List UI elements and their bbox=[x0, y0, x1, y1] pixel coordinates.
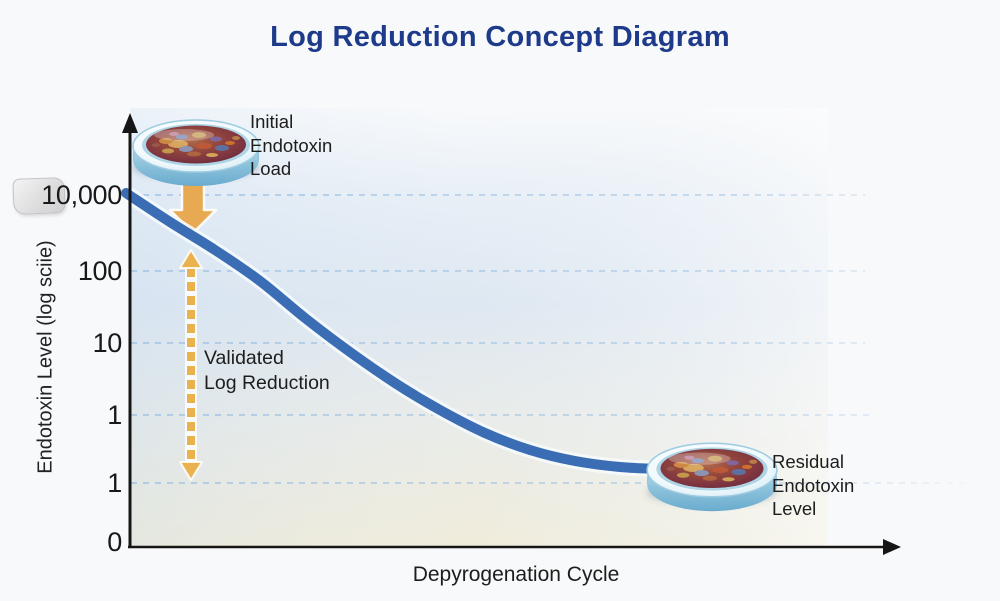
y-tick-label: 1 bbox=[107, 400, 122, 430]
petri-dish-residual-icon bbox=[646, 443, 778, 511]
plot-area-background bbox=[130, 108, 828, 546]
annotation-line: Endotoxin bbox=[250, 134, 333, 156]
annotation-line: Load bbox=[250, 158, 292, 179]
y-tick-label: 10,000 bbox=[41, 180, 122, 210]
annotation-line: Endotoxin bbox=[772, 474, 855, 496]
y-tick-label: 1 bbox=[107, 468, 122, 498]
y-tick-label: 10 bbox=[92, 328, 123, 358]
x-axis bbox=[128, 539, 901, 555]
annotation-line: Residual bbox=[772, 451, 844, 472]
validated-log-reduction-label: Validated Log Reduction bbox=[204, 346, 330, 395]
annotation-line: Log Reduction bbox=[204, 371, 330, 394]
diagram-title: Log Reduction Concept Diagram bbox=[270, 21, 730, 53]
annotation-line: Level bbox=[772, 498, 817, 519]
annotation-line: Initial bbox=[250, 111, 294, 132]
y-tick-label: 0 bbox=[107, 527, 122, 557]
y-tick-label: 100 bbox=[77, 256, 122, 286]
residual-endotoxin-level-label: Residual Endotoxin Level bbox=[772, 450, 854, 521]
reduction-curve bbox=[121, 188, 665, 474]
dashed-double-arrow-icon bbox=[179, 249, 203, 481]
annotation-line: Validated bbox=[204, 347, 284, 369]
y-axis bbox=[122, 113, 138, 547]
x-axis-title: Depyrogenation Cycle bbox=[412, 563, 620, 586]
initial-endotoxin-load-label: Initial Endotoxin Load bbox=[250, 110, 332, 181]
y-axis-title: Endotoxin Level (log sciie) bbox=[34, 240, 57, 474]
petri-dish-initial-icon bbox=[132, 120, 260, 186]
